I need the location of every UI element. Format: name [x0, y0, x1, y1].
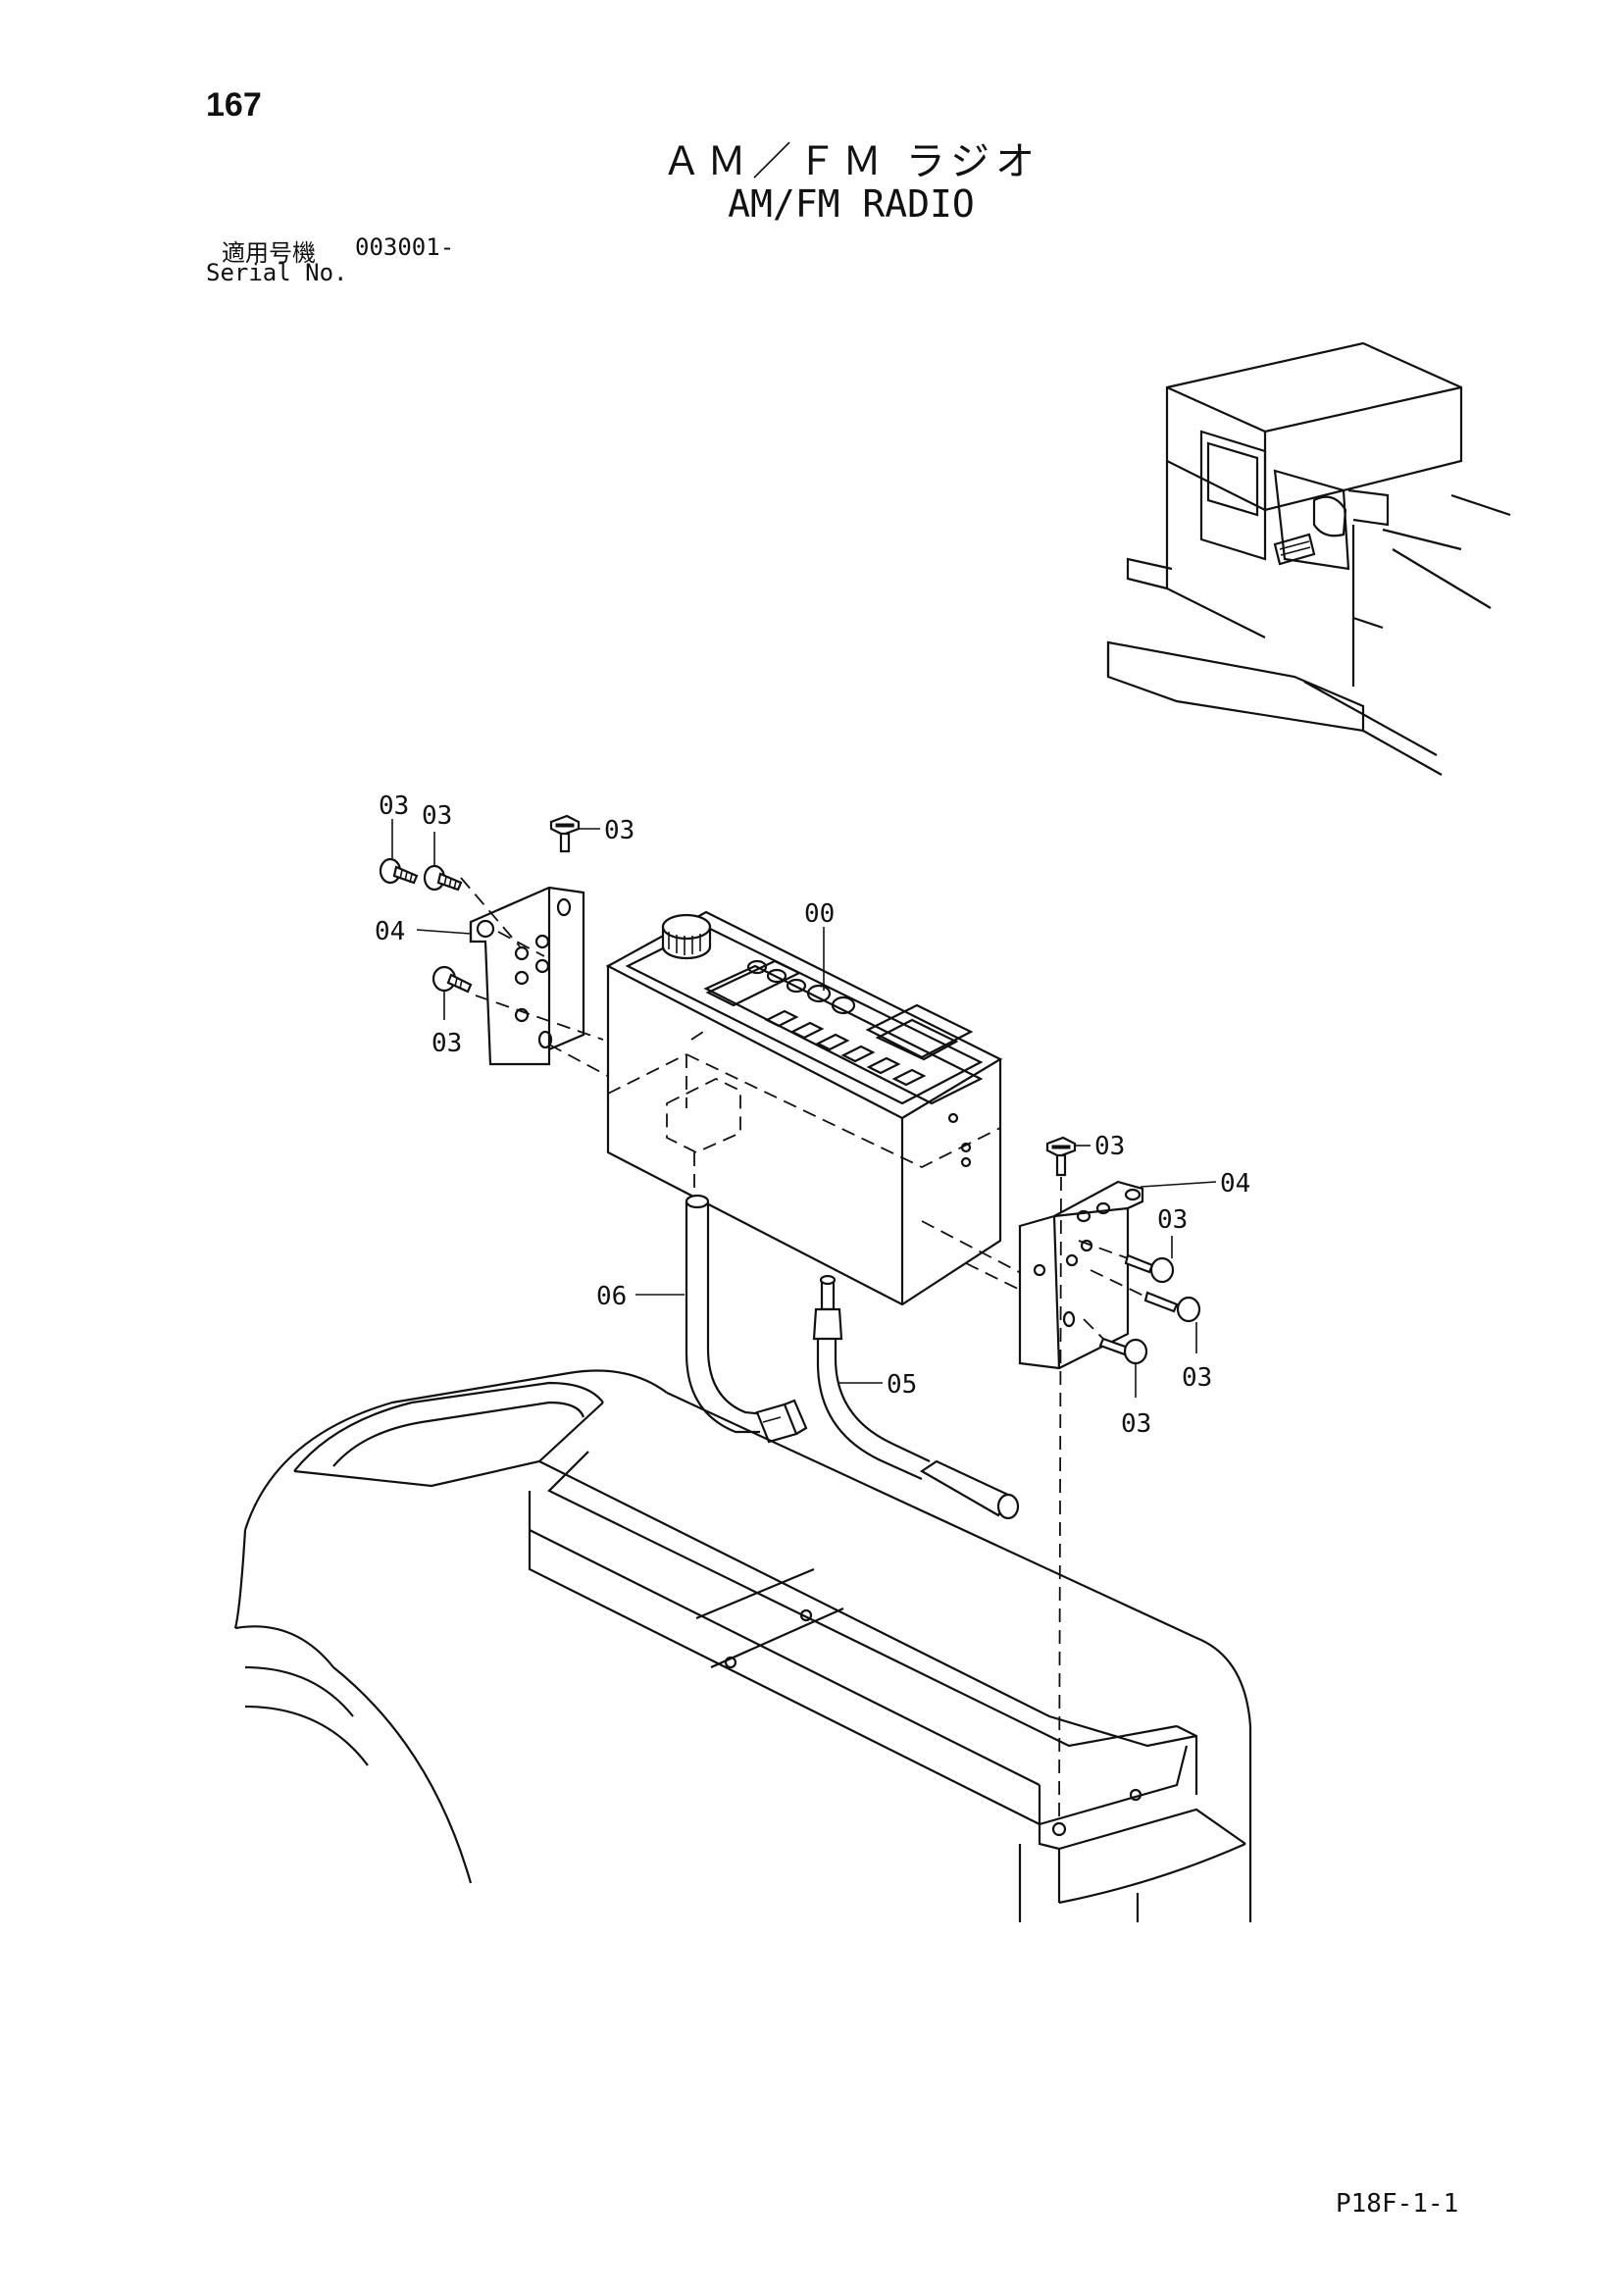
callout-03-f: 03 [1157, 1205, 1188, 1235]
screw-right-a [1124, 1253, 1175, 1284]
serial-label-japanese: 適用号機 [222, 239, 316, 267]
screw-right-top [1045, 1136, 1077, 1177]
leader-lines [391, 819, 1217, 1398]
antenna-cable [812, 1274, 1020, 1520]
screw-right-c [1098, 1337, 1148, 1365]
screw-left-b [423, 864, 463, 892]
screw-left-lower [431, 965, 473, 994]
cab-location-inset [1106, 341, 1511, 776]
callout-03-e: 03 [1094, 1132, 1125, 1161]
callout-03-g: 03 [1182, 1363, 1212, 1393]
right-bracket [1018, 1180, 1144, 1370]
callout-04-b: 04 [1220, 1169, 1250, 1199]
page-number: 167 [206, 86, 262, 124]
radio-unit [605, 910, 1003, 1306]
screw-right-b [1143, 1291, 1201, 1323]
callout-03-b: 03 [422, 801, 452, 831]
callout-03-a: 03 [379, 791, 409, 821]
callout-04-a: 04 [375, 917, 405, 946]
screw-left-a [379, 857, 419, 885]
callout-03-c: 03 [604, 816, 634, 845]
screw-top-left [549, 814, 581, 853]
serial-label-english: Serial No. [206, 259, 348, 286]
title-japanese: ＡＭ／ＦＭ ラジオ [662, 139, 1040, 184]
callout-labels: 03 03 03 04 03 00 03 04 03 03 03 06 05 [375, 791, 1250, 1439]
callout-05: 05 [887, 1370, 917, 1400]
title-english: AM/FM RADIO [728, 182, 975, 226]
callout-03-h: 03 [1121, 1409, 1151, 1439]
sheet-code: P18F-1-1 [1336, 2189, 1459, 2219]
callout-03-d: 03 [431, 1029, 462, 1058]
wire-harness [685, 1152, 808, 1444]
callout-00: 00 [804, 899, 835, 929]
cab-console [233, 1369, 1252, 1922]
serial-number-value: 003001- [355, 233, 455, 261]
callout-06: 06 [596, 1282, 627, 1311]
left-bracket [469, 886, 585, 1066]
